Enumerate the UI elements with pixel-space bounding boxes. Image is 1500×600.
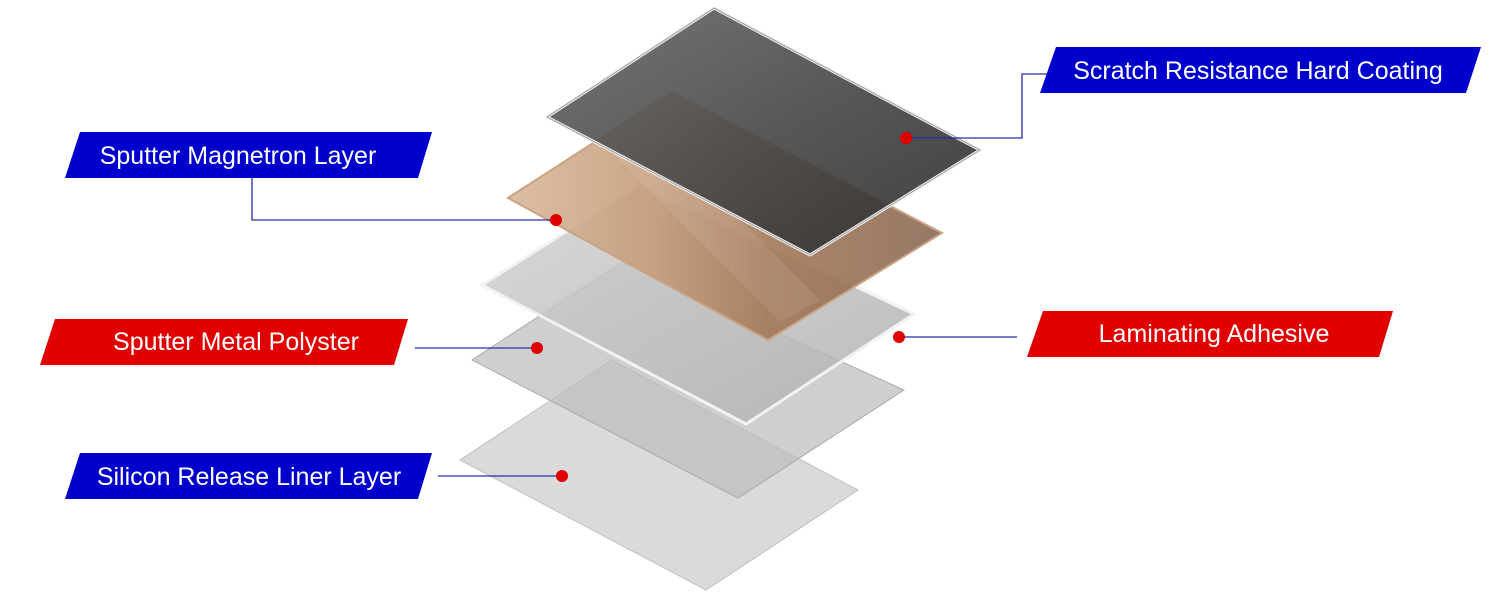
label-bg [65,132,432,178]
marker-dot [893,331,905,343]
marker-dot [531,342,543,354]
label-silicon-release: Silicon Release Liner Layer [65,453,432,499]
marker-dot [900,132,912,144]
label-laminating-adhesive: Laminating Adhesive [1027,311,1393,357]
label-scratch-resistance: Scratch Resistance Hard Coating [1040,47,1481,93]
leader-sputter-metal [415,342,543,354]
label-bg [65,453,432,499]
leader-laminating-adhesive [893,331,1017,343]
leader-scratch-resistance [900,73,1050,144]
marker-dot [550,214,562,226]
label-bg [40,319,408,365]
marker-dot [556,470,568,482]
leader-sputter-magnetron [251,178,562,226]
label-text: Scratch Resistance Hard Coating [1073,57,1443,85]
label-text: Sputter Magnetron Layer [100,142,377,170]
label-text: Sputter Metal Polyster [113,328,359,356]
leader-silicon-release [438,470,568,482]
label-bg [1027,311,1393,357]
label-bg [1040,47,1481,93]
layer-scratch-resistance-coating [545,6,982,257]
label-text: Laminating Adhesive [1099,320,1330,348]
label-sputter-magnetron: Sputter Magnetron Layer [65,132,432,178]
label-sputter-metal: Sputter Metal Polyster [40,319,408,365]
label-text: Silicon Release Liner Layer [97,463,401,491]
